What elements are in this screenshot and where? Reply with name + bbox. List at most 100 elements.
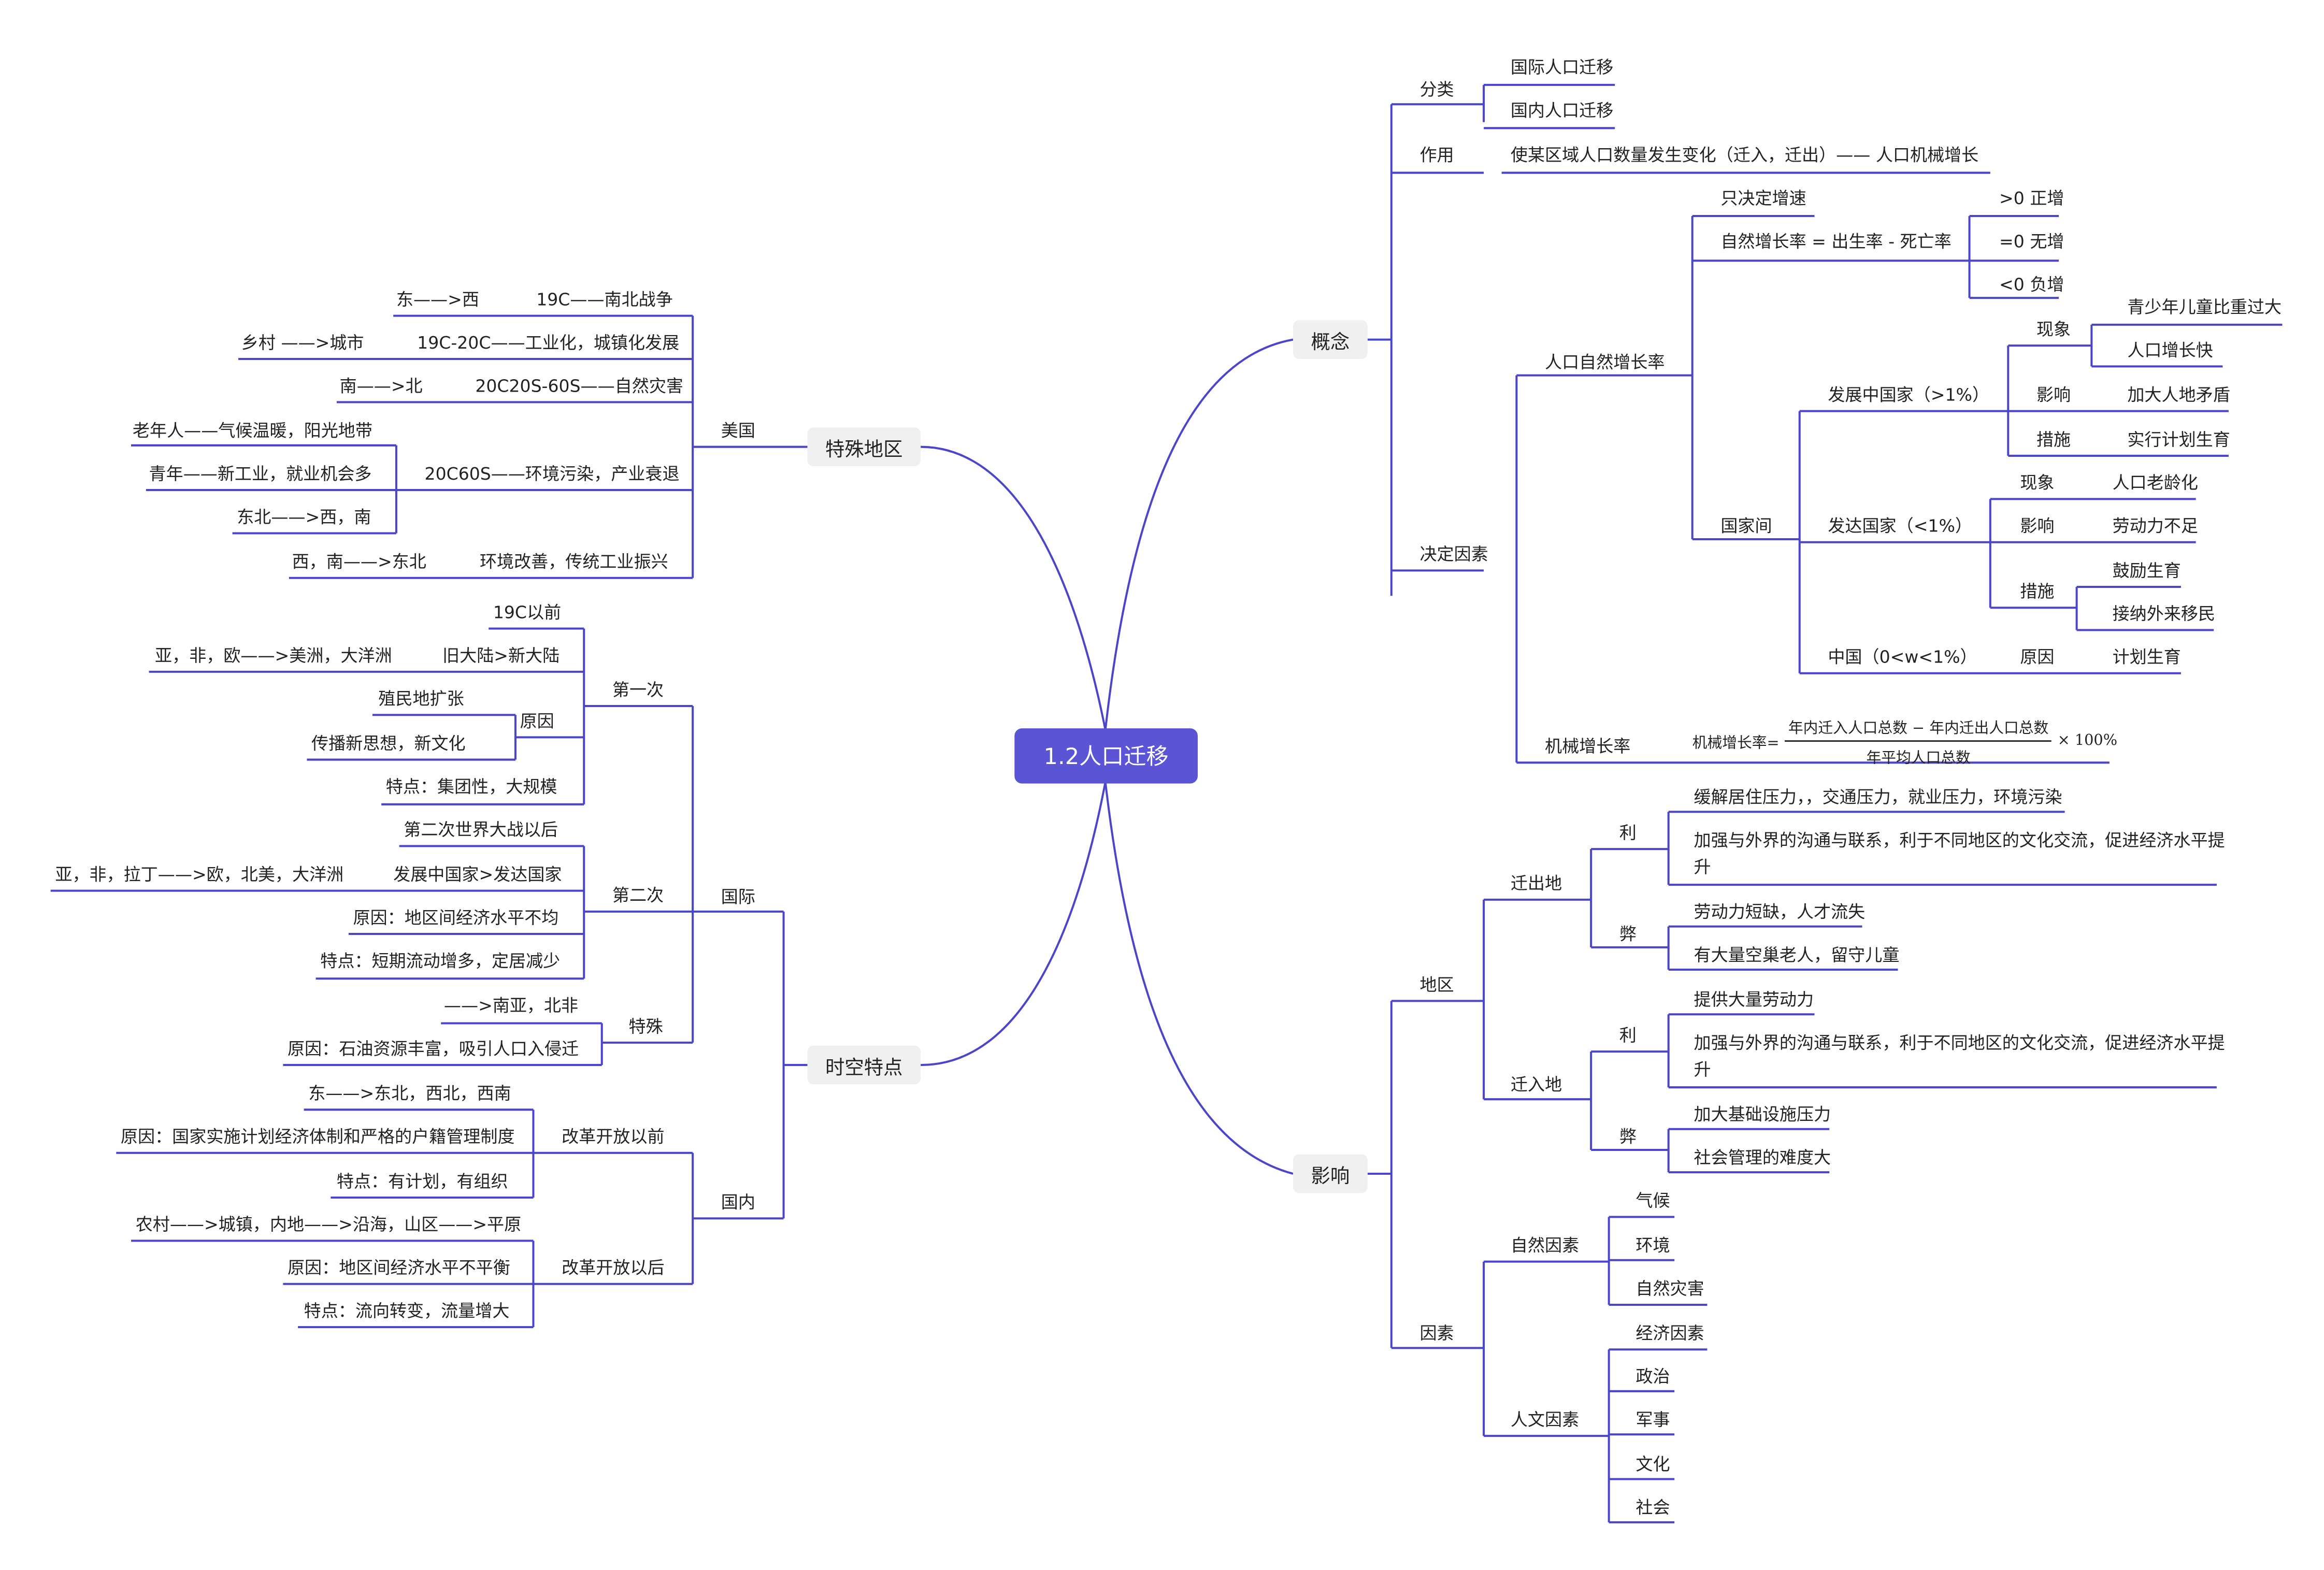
text-e1: 西，南——>东北 [292, 551, 426, 572]
text-s3: 原因：地区间经济水平不均 [353, 907, 559, 928]
label-guonei-qianyi: 国内人口迁移 [1510, 99, 1614, 121]
text-d2: 青年——新工业，就业机会多 [149, 463, 372, 484]
text-a2: 19C——南北战争 [536, 289, 673, 310]
text-a1: 东——>西 [396, 289, 479, 310]
label-yinsu: 因素 [1419, 1322, 1454, 1344]
text-d1: 老年人——气候温暖，阳光地带 [132, 420, 372, 441]
text-bf3: 特点：有计划，有组织 [336, 1171, 508, 1192]
label-qianchu: 迁出地 [1510, 873, 1562, 894]
text-sp2: 原因：石油资源丰富，吸引人口入侵迁 [287, 1038, 579, 1059]
label-zhengzhi: 政治 [1636, 1365, 1670, 1387]
label-guoji: 国际 [721, 886, 755, 908]
node-gainian[interactable]: 概念 [1293, 320, 1368, 359]
formula-label: 机械增长率= [1692, 736, 1780, 753]
label-fyy: 原因 [520, 710, 554, 731]
text-e2: 环境改善，传统工业振兴 [479, 551, 668, 572]
label-renshi: 加大人地矛盾 [2127, 384, 2230, 406]
text-d0: 20C60S——环境污染，产业衰退 [424, 463, 680, 484]
label-negative: <0 负增 [1999, 274, 2064, 295]
text-c2: 20C20S-60S——自然灾害 [475, 375, 684, 396]
text-rl2: 加强与外界的沟通与联系，利于不同地区的文化交流，促进经济水平提升 [1694, 1032, 2225, 1080]
label-fenlei: 分类 [1419, 79, 1454, 100]
label-guonei: 国内 [721, 1191, 755, 1213]
text-d3: 东北——>西，南 [237, 506, 371, 527]
text-bf2: 原因：国家实施计划经济体制和严格的户籍管理制度 [120, 1126, 515, 1147]
label-laoling: 人口老龄化 [2112, 472, 2198, 493]
label-zengkuai: 人口增长快 [2127, 339, 2213, 361]
label-ziran-yinsu: 自然因素 [1510, 1234, 1580, 1256]
text-zuoyong: 使某区域人口数量发生变化（迁入，迁出）—— 人口机械增长 [1510, 144, 1979, 166]
label-diqu: 地区 [1419, 974, 1454, 995]
label-jixie: 机械增长率 [1544, 736, 1631, 757]
label-spec: 特殊 [628, 1016, 663, 1037]
label-jueding-yinsu: 决定因素 [1419, 543, 1488, 565]
label-zhongguo: 中国（0<w<1%） [1828, 646, 1977, 668]
label-yuanyin-zg: 原因 [2020, 646, 2055, 668]
label-fazhanzhong: 发展中国家（>1%） [1828, 384, 1990, 406]
text-hl1: 缓解居住压力，，交通压力，就业压力，环境污染 [1694, 786, 2062, 808]
text-c1: 南——>北 [339, 375, 423, 396]
text-af1: 农村——>城镇，内地——>沿海，山区——>平原 [135, 1214, 522, 1235]
text-rb1: 加大基础设施压力 [1694, 1103, 1831, 1125]
text-s4: 特点：短期流动增多，定居减少 [320, 950, 561, 971]
label-renwen: 人文因素 [1510, 1409, 1580, 1430]
label-li-ru: 利 [1619, 1025, 1637, 1046]
text-rl1: 提供大量劳动力 [1694, 989, 1814, 1010]
node-shikong-tedian[interactable]: 时空特点 [807, 1045, 921, 1085]
label-qianru: 迁入地 [1510, 1074, 1562, 1095]
text-f2b: 旧大陆>新大陆 [442, 645, 560, 666]
text-b2: 19C-20C——工业化，城镇化发展 [417, 332, 680, 353]
text-hl2: 加强与外界的沟通与联系，利于不同地区的文化交流，促进经济水平提升 [1694, 829, 2225, 877]
formula-multiplier: × 100% [2057, 732, 2118, 750]
label-jiena: 接纳外来移民 [2112, 603, 2216, 624]
formula-fraction: 年内迁入人口总数 − 年内迁出人口总数 年平均人口总数 [1785, 715, 2052, 767]
text-fy2: 传播新思想，新文化 [311, 732, 466, 754]
label-positive: >0 正增 [1999, 188, 2064, 209]
node-teshu-diqu[interactable]: 特殊地区 [807, 427, 921, 467]
label-cuoshi-fd: 措施 [2020, 581, 2055, 602]
text-s2b: 发展中国家>发达国家 [393, 863, 562, 885]
label-meiguo: 美国 [721, 420, 755, 441]
label-laodong: 劳动力不足 [2112, 515, 2198, 537]
text-hb1: 劳动力短缺，人才流失 [1694, 901, 1866, 922]
text-b1: 乡村 ——>城市 [241, 332, 364, 353]
text-hb2: 有大量空巢老人，留守儿童 [1694, 944, 1900, 966]
label-xianxiang-fd: 现象 [2020, 472, 2055, 493]
text-sp1: ——>南亚，北非 [443, 995, 579, 1016]
text-s2a: 亚，非，拉丁——>欧，北美，大洋洲 [55, 863, 344, 885]
label-bi-ru: 弊 [1619, 1126, 1637, 1147]
text-af2: 原因：地区间经济水平不平衡 [287, 1257, 510, 1278]
label-first: 第一次 [612, 679, 664, 700]
label-wenhua: 文化 [1636, 1453, 1670, 1475]
label-jingji: 经济因素 [1636, 1322, 1704, 1344]
label-huanjing: 环境 [1636, 1234, 1670, 1256]
label-qingshaonian: 青少年儿童比重过大 [2127, 296, 2282, 318]
label-zaihai: 自然灾害 [1636, 1278, 1704, 1299]
label-zero: =0 无增 [1999, 231, 2064, 252]
label-yingxiang-fd: 影响 [2020, 515, 2055, 537]
formula-jixie: 机械增长率= 年内迁入人口总数 − 年内迁出人口总数 年平均人口总数 × 100… [1692, 715, 2117, 767]
label-xianxiang: 现象 [2036, 319, 2071, 340]
text-f4: 特点：集团性，大规模 [385, 776, 557, 797]
label-zuoyong: 作用 [1419, 144, 1454, 166]
label-guoji-qianyi: 国际人口迁移 [1510, 56, 1614, 78]
text-bf1: 东——>东北，西北，西南 [308, 1083, 511, 1104]
label-ziran-zengzhang: 人口自然增长率 [1544, 351, 1665, 372]
label-before: 改革开放以前 [562, 1126, 665, 1147]
root-node[interactable]: 1.2人口迁移 [1014, 728, 1198, 784]
label-li-chu: 利 [1619, 822, 1637, 843]
label-ziran-formula: 自然增长率 = 出生率 - 死亡率 [1720, 231, 1952, 252]
text-s1: 第二次世界大战以后 [404, 819, 558, 840]
label-after: 改革开放以后 [562, 1257, 665, 1278]
label-yingxiang-fz: 影响 [2036, 384, 2071, 406]
text-fy1: 殖民地扩张 [378, 688, 464, 709]
text-f1: 19C以前 [493, 601, 562, 623]
label-jihua: 实行计划生育 [2127, 429, 2230, 450]
label-second: 第二次 [612, 885, 664, 906]
label-jihua-zg: 计划生育 [2112, 646, 2181, 668]
formula-numerator: 年内迁入人口总数 − 年内迁出人口总数 [1785, 715, 2052, 742]
label-zhi-jueding: 只决定增速 [1720, 188, 1806, 209]
node-yingxiang[interactable]: 影响 [1293, 1154, 1368, 1193]
